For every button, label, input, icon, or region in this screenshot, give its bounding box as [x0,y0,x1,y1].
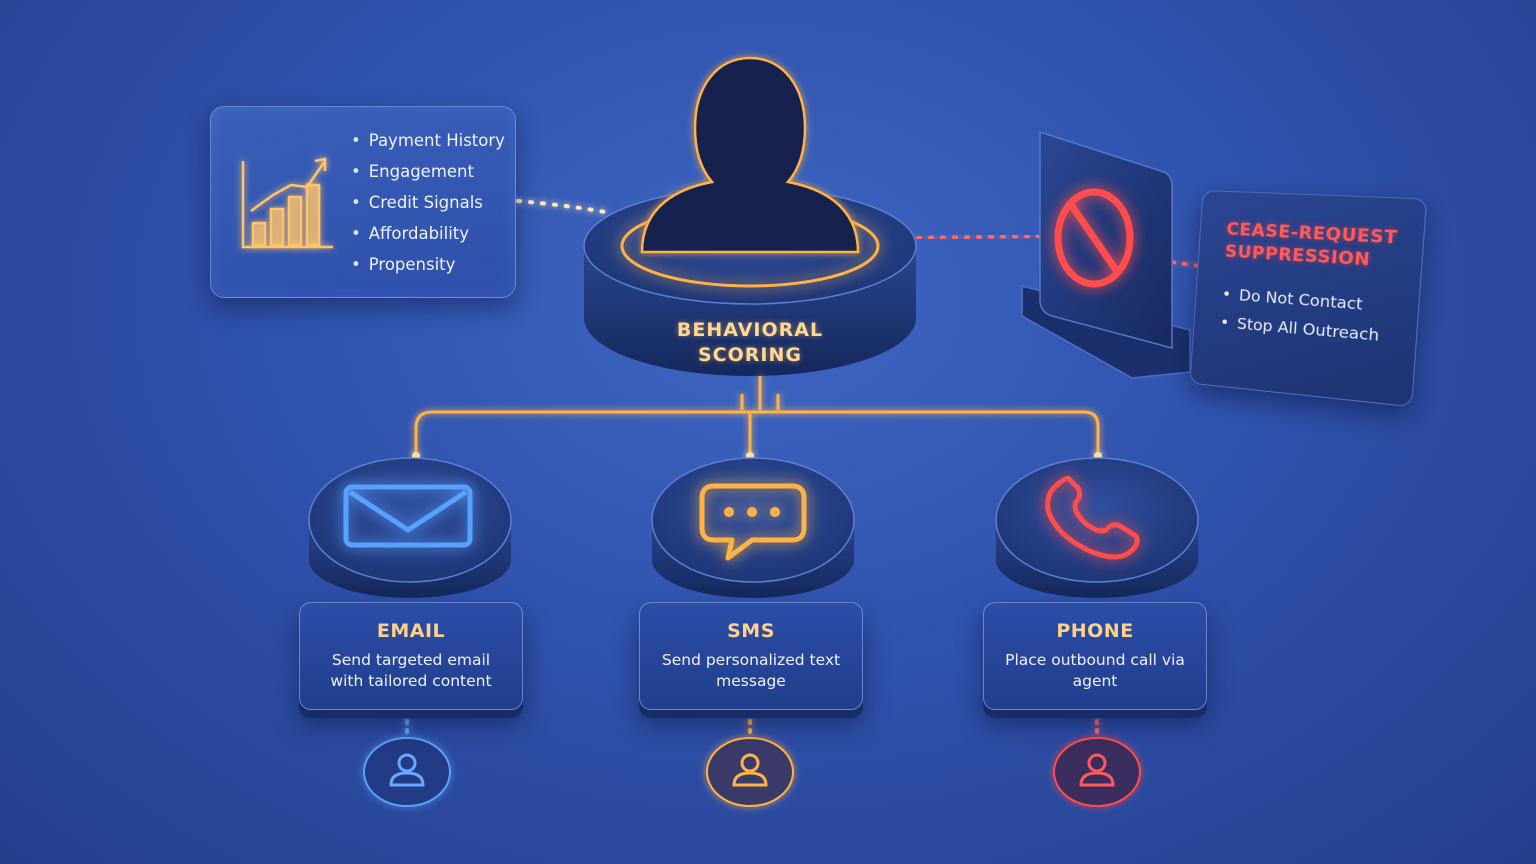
sms-recipient-user-icon [706,737,794,807]
email-card-title: EMAIL [376,620,446,642]
factor-item: Credit Signals [351,191,505,222]
behavioral-scoring-label: BEHAVIORAL SCORING [630,318,870,368]
behavioral-factors-panel: Payment History Engagement Credit Signal… [210,106,516,298]
sms-channel-card: SMS Send personalized text message [639,602,863,710]
suppression-connector [916,234,1200,268]
phone-card-title: PHONE [1056,620,1134,642]
channel-connector [412,376,1102,460]
envelope-icon [343,484,473,548]
recipient-connectors [405,710,1099,740]
chat-bubble-icon [699,483,807,561]
sms-pedestal [651,457,855,598]
factor-item: Affordability [351,222,505,253]
cease-panel-title: CEASE-REQUEST SUPPRESSION [1224,219,1399,271]
factor-item: Payment History [351,129,505,160]
phone-icon [1045,475,1140,560]
cease-panel-list: Do Not Contact Stop All Outreach [1219,285,1382,356]
sms-card-description: Send personalized text message [661,651,841,690]
cease-request-suppression-panel: CEASE-REQUEST SUPPRESSION Do Not Contact… [1189,190,1428,408]
scoring-label-line1: BEHAVIORAL [676,319,824,341]
growth-chart-icon [241,157,333,249]
email-channel-card: EMAIL Send targeted email with tailored … [299,602,523,710]
phone-pedestal [995,457,1199,598]
phone-card-description: Place outbound call via agent [1005,651,1185,690]
scoring-label-line2: SCORING [698,344,802,366]
factors-connector [516,199,607,214]
sms-card-title: SMS [727,620,775,642]
phone-recipient-user-icon [1053,737,1141,807]
email-recipient-user-icon [363,737,451,807]
email-card-description: Send targeted email with tailored conten… [330,651,492,690]
prohibited-icon [1054,188,1134,288]
phone-channel-card: PHONE Place outbound call via agent [983,602,1207,710]
suppression-stand [1021,130,1191,379]
factor-item: Propensity [351,253,505,284]
customer-silhouette-icon [640,56,860,254]
factor-item: Engagement [351,160,505,191]
behavioral-factors-list: Payment History Engagement Credit Signal… [351,129,505,284]
